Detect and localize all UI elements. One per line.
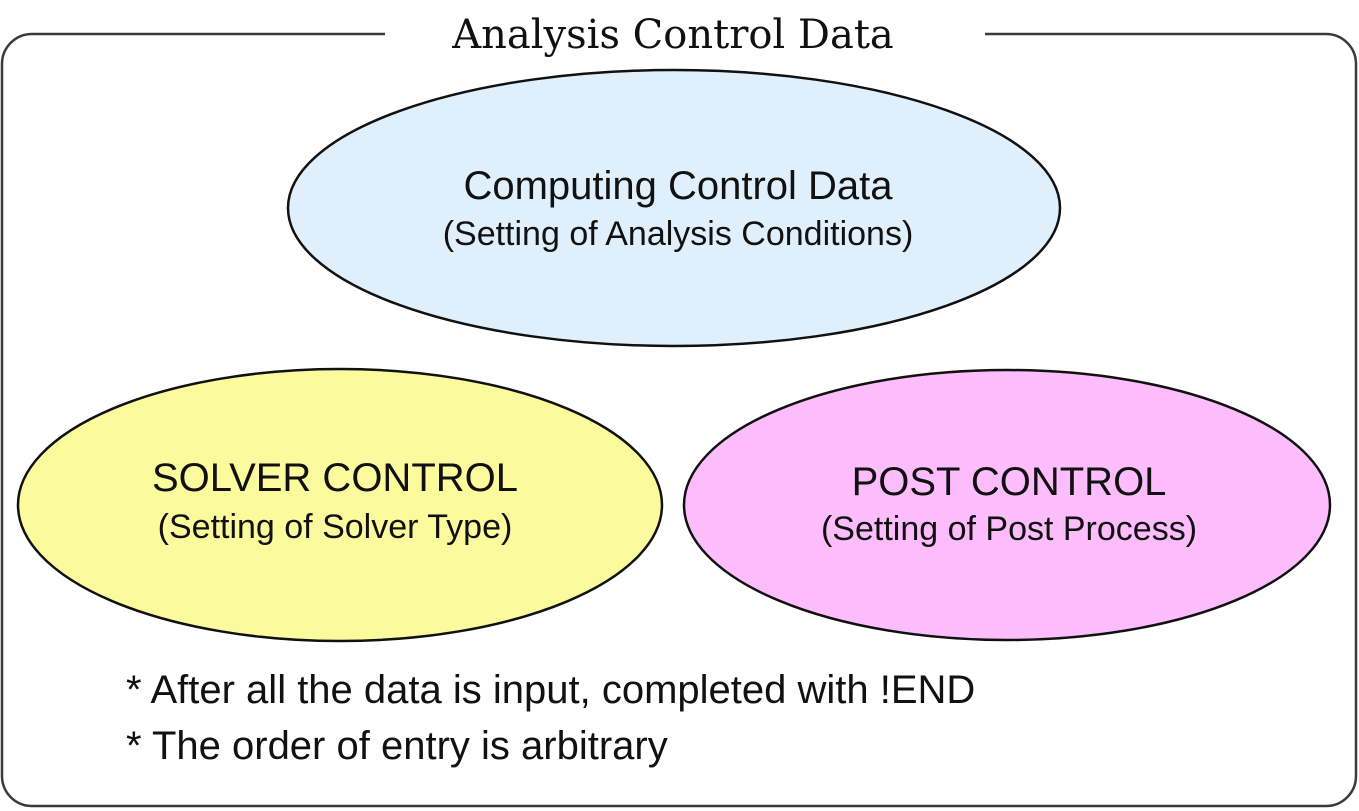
post-control-subtitle: (Setting of Post Process) [821,510,1197,548]
solver-control-ellipse [16,367,664,643]
note-end-marker: * After all the data is input, completed… [126,668,975,712]
computing-control-subtitle: (Setting of Analysis Conditions) [443,215,914,253]
computing-control-title: Computing Control Data [463,164,893,208]
computing-control-block: Computing Control Data (Setting of Analy… [286,68,1062,348]
post-control-ellipse [682,368,1332,642]
frame-title-gap [385,14,985,58]
frame-title: Analysis Control Data [451,12,894,58]
solver-control-subtitle: (Setting of Solver Type) [158,508,513,546]
solver-control-title: SOLVER CONTROL [152,456,518,500]
post-control-block: POST CONTROL (Setting of Post Process) [682,368,1332,642]
note-entry-order: * The order of entry is arbitrary [126,724,668,768]
computing-control-ellipse [286,68,1062,348]
solver-control-block: SOLVER CONTROL (Setting of Solver Type) [16,367,664,643]
post-control-title: POST CONTROL [852,460,1167,504]
